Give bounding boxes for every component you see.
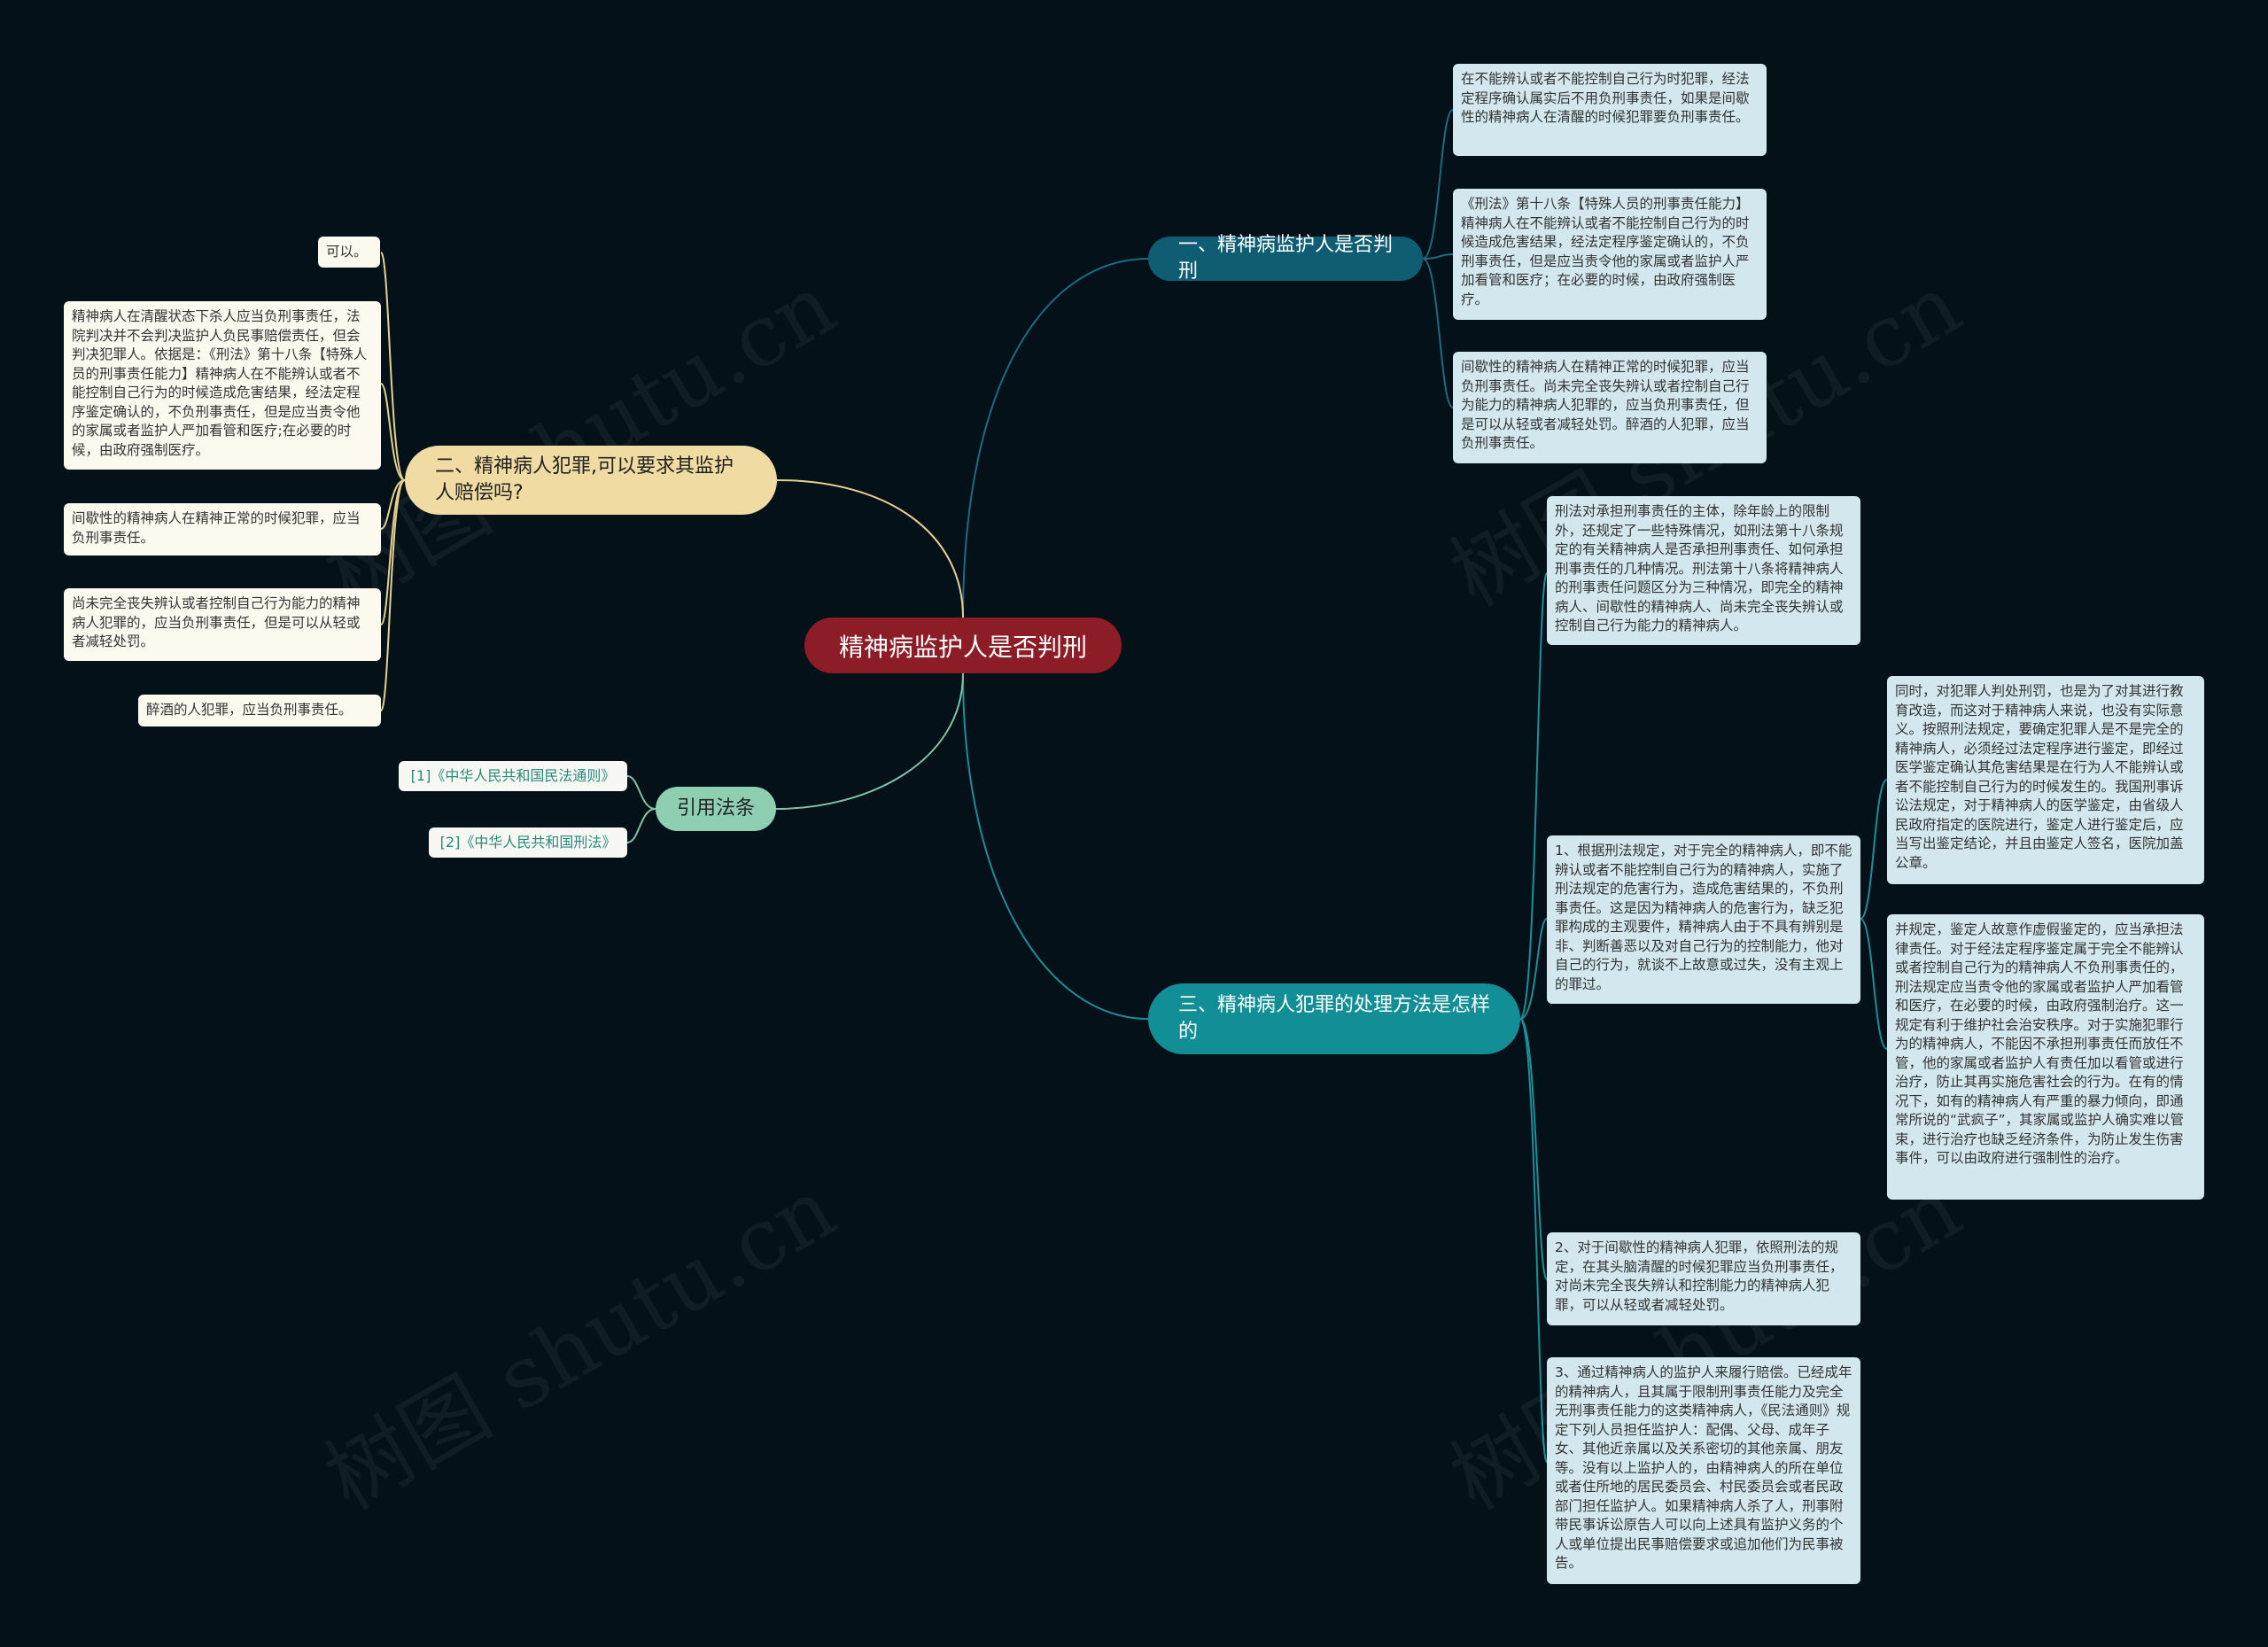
link-b2-leaf3 <box>380 479 406 530</box>
link-b2-leaf2 <box>380 383 406 481</box>
root-topic[interactable]: 精神病监护人是否判刑 <box>804 618 1122 673</box>
link-root-branch2 <box>776 479 964 618</box>
link-root-branch3 <box>962 672 1149 1020</box>
branch3-leaf-2[interactable]: 1、根据刑法规定，对于完全的精神病人，即不能辨认或者不能控制自己行为的精神病人，… <box>1547 835 1860 1004</box>
link-b2-leaf5 <box>380 479 406 711</box>
branch-topic-1[interactable]: 一、精神病监护人是否判刑 <box>1148 234 1423 283</box>
reference-1[interactable]: [1]《中华人民共和国民法通则》 <box>399 761 627 791</box>
reference-2[interactable]: [2]《中华人民共和国刑法》 <box>429 827 627 858</box>
link-b1-leaf3 <box>1422 258 1454 408</box>
branch1-leaf-3[interactable]: 间歇性的精神病人在精神正常的时候犯罪，应当负刑事责任。尚未完全丧失辨认或者控制自… <box>1453 352 1767 463</box>
link-b4-ref1 <box>626 775 656 810</box>
link-b2-leaf1 <box>380 252 406 481</box>
branch-topic-references[interactable]: 引用法条 <box>656 787 776 831</box>
branch3-leaf-3[interactable]: 2、对于间歇性的精神病人犯罪，依照刑法的规定，在其头脑清醒的时候犯罪应当负刑事责… <box>1547 1232 1860 1325</box>
link-b3-leaf4 <box>1519 1018 1548 1463</box>
branch-topic-2[interactable]: 二、精神病人犯罪,可以要求其监护人赔偿吗? <box>405 446 777 515</box>
link-root-branch1 <box>962 258 1149 618</box>
link-sub1 <box>1860 779 1888 920</box>
link-root-branch4 <box>775 672 964 810</box>
link-b4-ref2 <box>626 808 656 843</box>
link-b2-leaf4 <box>380 479 406 625</box>
branch2-leaf-1[interactable]: 可以。 <box>318 237 380 268</box>
link-b1-leaf1 <box>1422 109 1454 260</box>
branch3-leaf-4[interactable]: 3、通过精神病人的监护人来履行赔偿。已经成年的精神病人，且其属于限制刑事责任能力… <box>1547 1357 1860 1584</box>
branch2-leaf-4[interactable]: 尚未完全丧失辨认或者控制自己行为能力的精神病人犯罪的，应当负刑事责任，但是可以从… <box>64 588 381 661</box>
link-sub2 <box>1860 918 1888 1050</box>
link-b1-leaf2 <box>1422 253 1454 260</box>
branch2-leaf-5[interactable]: 醉酒的人犯罪，应当负刑事责任。 <box>138 695 381 726</box>
link-b3-leaf2 <box>1519 918 1548 1020</box>
branch3-subleaf-1[interactable]: 同时，对犯罪人判处刑罚，也是为了对其进行教育改造，而这对于精神病人来说，也没有实… <box>1887 676 2204 884</box>
branch3-subleaf-2[interactable]: 并规定，鉴定人故意作虚假鉴定的，应当承担法律责任。对于经法定程序鉴定属于完全不能… <box>1887 914 2204 1200</box>
link-b3-leaf3 <box>1519 1018 1548 1280</box>
branch1-leaf-1[interactable]: 在不能辨认或者不能控制自己行为时犯罪，经法定程序确认属实后不用负刑事责任，如果是… <box>1453 64 1767 156</box>
branch-topic-3[interactable]: 三、精神病人犯罪的处理方法是怎样的 <box>1148 983 1520 1054</box>
link-b3-leaf1 <box>1519 572 1548 1020</box>
branch2-leaf-3[interactable]: 间歇性的精神病人在精神正常的时候犯罪，应当负刑事责任。 <box>64 503 381 555</box>
branch3-leaf-1[interactable]: 刑法对承担刑事责任的主体，除年龄上的限制外，还规定了一些特殊情况，如刑法第十八条… <box>1547 496 1860 645</box>
branch2-leaf-2[interactable]: 精神病人在清醒状态下杀人应当负刑事责任，法院判决并不会判决监护人负民事赔偿责任，… <box>64 301 381 470</box>
branch1-leaf-2[interactable]: 《刑法》第十八条【特殊人员的刑事责任能力】精神病人在不能辨认或者不能控制自己行为… <box>1453 189 1767 320</box>
